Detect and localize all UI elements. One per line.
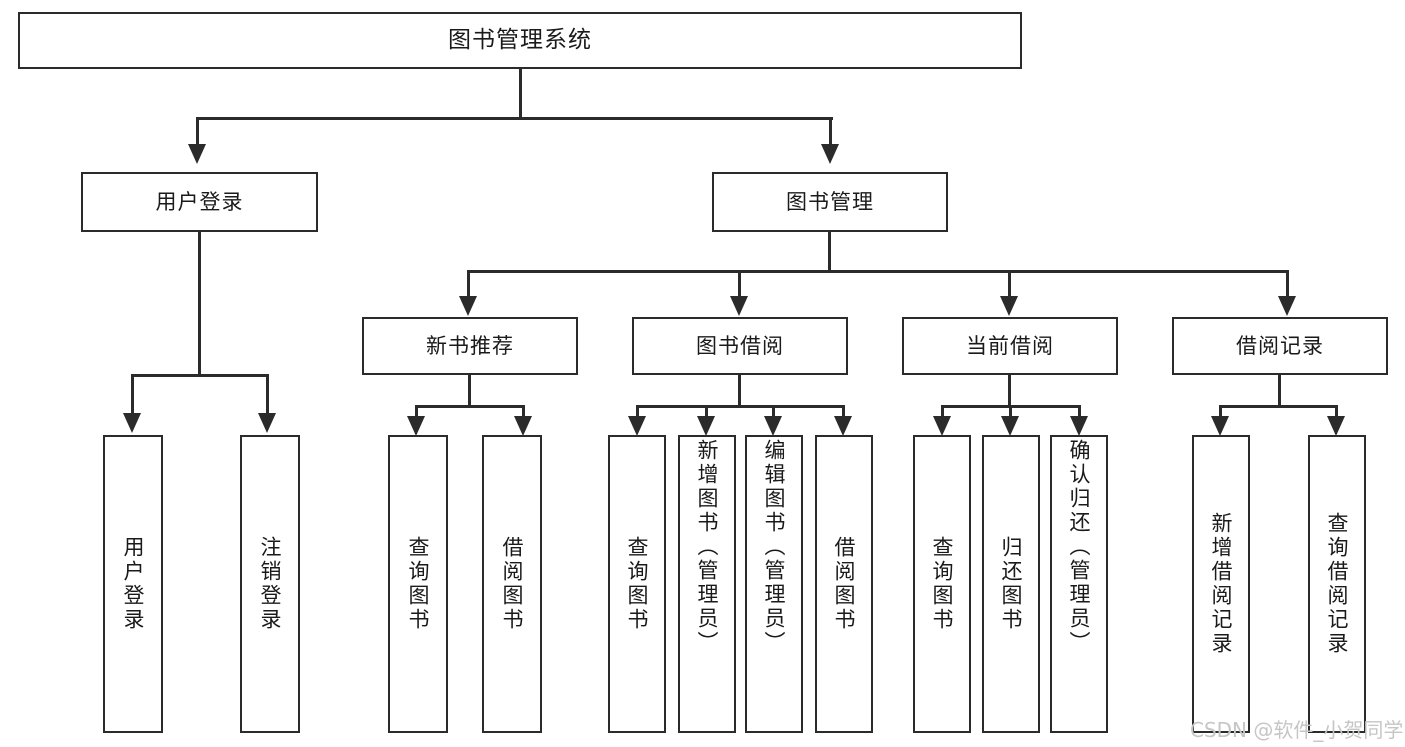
node-label: 图书借阅 <box>696 333 784 358</box>
connector-currentborrow-stem <box>1008 375 1011 405</box>
node-book-management[interactable]: 图书管理 <box>712 172 948 232</box>
node-label: 借阅图书 <box>832 536 857 632</box>
node-label: 查询借阅记录 <box>1325 512 1350 656</box>
node-new-book-recommend[interactable]: 新书推荐 <box>362 317 578 375</box>
connector-bookborrow-stem <box>738 375 741 405</box>
arrowhead-level3-4 <box>1278 296 1296 316</box>
node-label: 新增图书（管理员） <box>695 439 720 655</box>
arrowhead-bookborrow-2 <box>697 416 715 436</box>
connector-bookborrow-drop-1 <box>636 405 639 416</box>
connector-level3-drop-3 <box>1008 270 1011 296</box>
node-current-borrow[interactable]: 当前借阅 <box>902 317 1118 375</box>
arrowhead-currentborrow-2 <box>1001 416 1019 436</box>
connector-level3-drop-2 <box>738 270 741 296</box>
node-label: 新书推荐 <box>426 333 514 358</box>
connector-bookborrow-bus <box>636 405 845 408</box>
connector-currentborrow-drop-2 <box>1009 405 1012 416</box>
connector-bookborrow-drop-2 <box>705 405 708 416</box>
connector-level2-drop-1 <box>196 117 199 144</box>
connector-newbook-drop-2 <box>522 405 525 416</box>
leaf-logout[interactable]: 注销登录 <box>240 435 300 733</box>
connector-level3-drop-4 <box>1286 270 1289 296</box>
node-book-borrow[interactable]: 图书借阅 <box>632 317 848 375</box>
leaf-add-book-admin[interactable]: 新增图书（管理员） <box>678 435 736 733</box>
connector-borrowrecord-drop-2 <box>1335 405 1338 416</box>
arrowhead-userlogin-2 <box>258 413 276 433</box>
arrowhead-userlogin-1 <box>123 413 141 433</box>
leaf-user-login[interactable]: 用户登录 <box>103 435 163 733</box>
node-label: 借阅图书 <box>500 536 525 632</box>
arrowhead-level2-1 <box>188 144 206 164</box>
connector-bookmgmt-stem <box>828 232 831 270</box>
arrowhead-bookborrow-1 <box>628 416 646 436</box>
connector-userlogin-drop-2 <box>266 374 269 413</box>
arrowhead-bookborrow-4 <box>834 416 852 436</box>
leaf-borrow-book[interactable]: 借阅图书 <box>815 435 873 733</box>
arrowhead-level3-3 <box>1000 296 1018 316</box>
leaf-query-book-current[interactable]: 查询图书 <box>913 435 971 733</box>
node-label: 编辑图书（管理员） <box>762 439 787 655</box>
connector-userlogin-bus <box>131 374 268 377</box>
node-label: 用户登录 <box>155 189 244 214</box>
connector-level2-bus <box>196 117 833 120</box>
connector-newbook-stem <box>468 375 471 405</box>
csdn-watermark: CSDN @软件_小贺同学 <box>1190 718 1404 742</box>
connector-bookborrow-drop-4 <box>842 405 845 416</box>
leaf-query-book-recommend[interactable]: 查询图书 <box>388 435 448 733</box>
node-label: 查询图书 <box>406 536 431 632</box>
node-label: 新增借阅记录 <box>1209 512 1234 656</box>
arrowhead-borrowrecord-1 <box>1211 416 1229 436</box>
leaf-return-book[interactable]: 归还图书 <box>982 435 1040 733</box>
node-root-library-system[interactable]: 图书管理系统 <box>18 12 1022 69</box>
arrowhead-level3-2 <box>730 296 748 316</box>
node-user-login[interactable]: 用户登录 <box>81 172 318 232</box>
arrowhead-level3-1 <box>459 296 477 316</box>
connector-bookborrow-drop-3 <box>772 405 775 416</box>
node-label: 归还图书 <box>999 536 1024 632</box>
node-label: 注销登录 <box>258 536 283 632</box>
connector-level3-bus <box>467 270 1289 273</box>
connector-currentborrow-drop-1 <box>941 405 944 416</box>
node-label: 借阅记录 <box>1236 333 1324 358</box>
leaf-edit-book-admin[interactable]: 编辑图书（管理员） <box>745 435 803 733</box>
node-label: 查询图书 <box>625 536 650 632</box>
arrowhead-borrowrecord-2 <box>1327 416 1345 436</box>
leaf-add-borrow-record[interactable]: 新增借阅记录 <box>1192 435 1250 733</box>
arrowhead-bookborrow-3 <box>764 416 782 436</box>
leaf-borrow-book-recommend[interactable]: 借阅图书 <box>482 435 542 733</box>
node-label: 确认归还（管理员） <box>1067 439 1092 655</box>
connector-borrowrecord-bus <box>1219 405 1338 408</box>
node-label: 用户登录 <box>121 536 146 632</box>
arrowhead-newbook-1 <box>407 416 425 436</box>
connector-root-stem <box>519 69 522 117</box>
connector-borrowrecord-stem <box>1278 375 1281 405</box>
node-label: 当前借阅 <box>966 333 1054 358</box>
leaf-query-borrow-record[interactable]: 查询借阅记录 <box>1308 435 1366 733</box>
arrowhead-newbook-2 <box>514 416 532 436</box>
connector-level2-drop-2 <box>829 117 832 144</box>
leaf-confirm-return-admin[interactable]: 确认归还（管理员） <box>1050 435 1108 733</box>
connector-newbook-bus <box>415 405 525 408</box>
leaf-query-book-borrow[interactable]: 查询图书 <box>608 435 666 733</box>
connector-newbook-drop-1 <box>415 405 418 416</box>
arrowhead-currentborrow-1 <box>933 416 951 436</box>
connector-userlogin-drop-1 <box>131 374 134 413</box>
node-label: 图书管理系统 <box>448 27 592 54</box>
arrowhead-currentborrow-3 <box>1070 416 1088 436</box>
connector-level3-drop-1 <box>467 270 470 296</box>
arrowhead-level2-2 <box>821 144 839 164</box>
node-label: 查询图书 <box>930 536 955 632</box>
node-borrow-record[interactable]: 借阅记录 <box>1172 317 1388 375</box>
connector-currentborrow-drop-3 <box>1078 405 1081 416</box>
connector-userlogin-stem <box>198 232 201 374</box>
node-label: 图书管理 <box>786 189 874 214</box>
connector-borrowrecord-drop-1 <box>1219 405 1222 416</box>
